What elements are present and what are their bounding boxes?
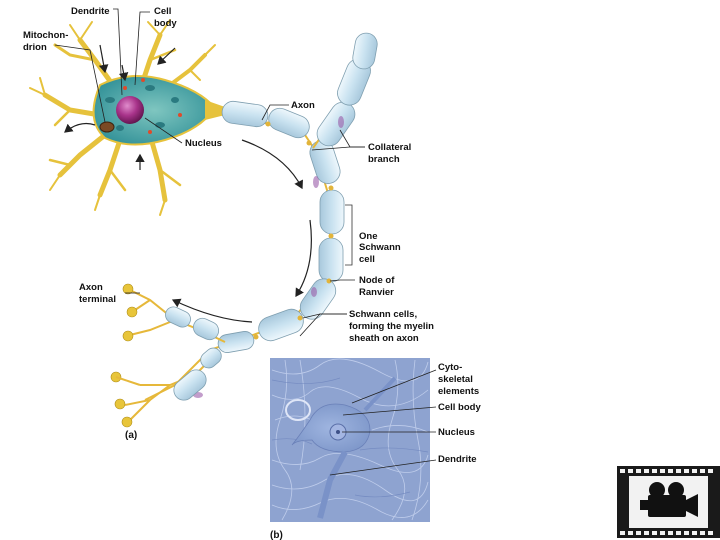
axon-core [144,110,331,401]
movie-camera-icon[interactable] [617,466,720,538]
cell-body [92,75,217,146]
label-one-schwann-2: Schwann [359,242,401,253]
label-axon-terminal-2: terminal [79,294,116,305]
impulse-direction-arrows [64,44,312,323]
label-one-schwann-3: cell [359,254,375,265]
schwann-nuclei [193,116,344,398]
mitochondrion [99,121,115,133]
part-label-b: (b) [270,530,283,540]
micrograph [270,358,430,522]
label-dendrite: Dendrite [71,6,110,17]
label-schwann-cells-2: forming the myelin [349,321,434,332]
label-mitochondrion-2: drion [23,42,47,53]
label-cyto-3: elements [438,386,479,397]
label-schwann-cells-3: sheath on axon [349,333,419,344]
leader-lines [54,8,365,337]
micrograph-leader-lines [329,369,437,476]
nucleus [116,96,144,124]
label-node-2: Ranvier [359,287,394,298]
label-cell-body-1: Cell [154,6,171,17]
label-cyto-1: Cyto- [438,362,462,373]
label-nucleus: Nucleus [185,138,222,149]
organelles [105,78,182,134]
collateral-branch [312,32,378,149]
axon-terminals [110,283,226,428]
label-micro-cell-body: Cell body [438,402,481,413]
label-axon-terminal-1: Axon [79,282,103,293]
label-collateral-2: branch [368,154,400,165]
myelin-sheath [217,100,345,353]
part-label-a: (a) [125,430,137,441]
label-one-schwann-1: One [359,231,377,242]
label-micro-nucleus: Nucleus [438,427,475,438]
nodes-of-ranvier [253,121,334,340]
label-cell-body-2: body [154,18,177,29]
label-node-1: Node of [359,275,395,286]
label-schwann-cells-1: Schwann cells, [349,309,417,320]
label-cyto-2: skeletal [438,374,473,385]
dendrites [29,19,216,216]
label-micro-dendrite: Dendrite [438,454,477,465]
axon-hillock [205,100,225,120]
label-mitochondrion-1: Mitochon- [23,30,68,41]
neuron-illustration [29,19,378,428]
label-axon: Axon [291,100,315,111]
label-collateral-1: Collateral [368,142,411,153]
